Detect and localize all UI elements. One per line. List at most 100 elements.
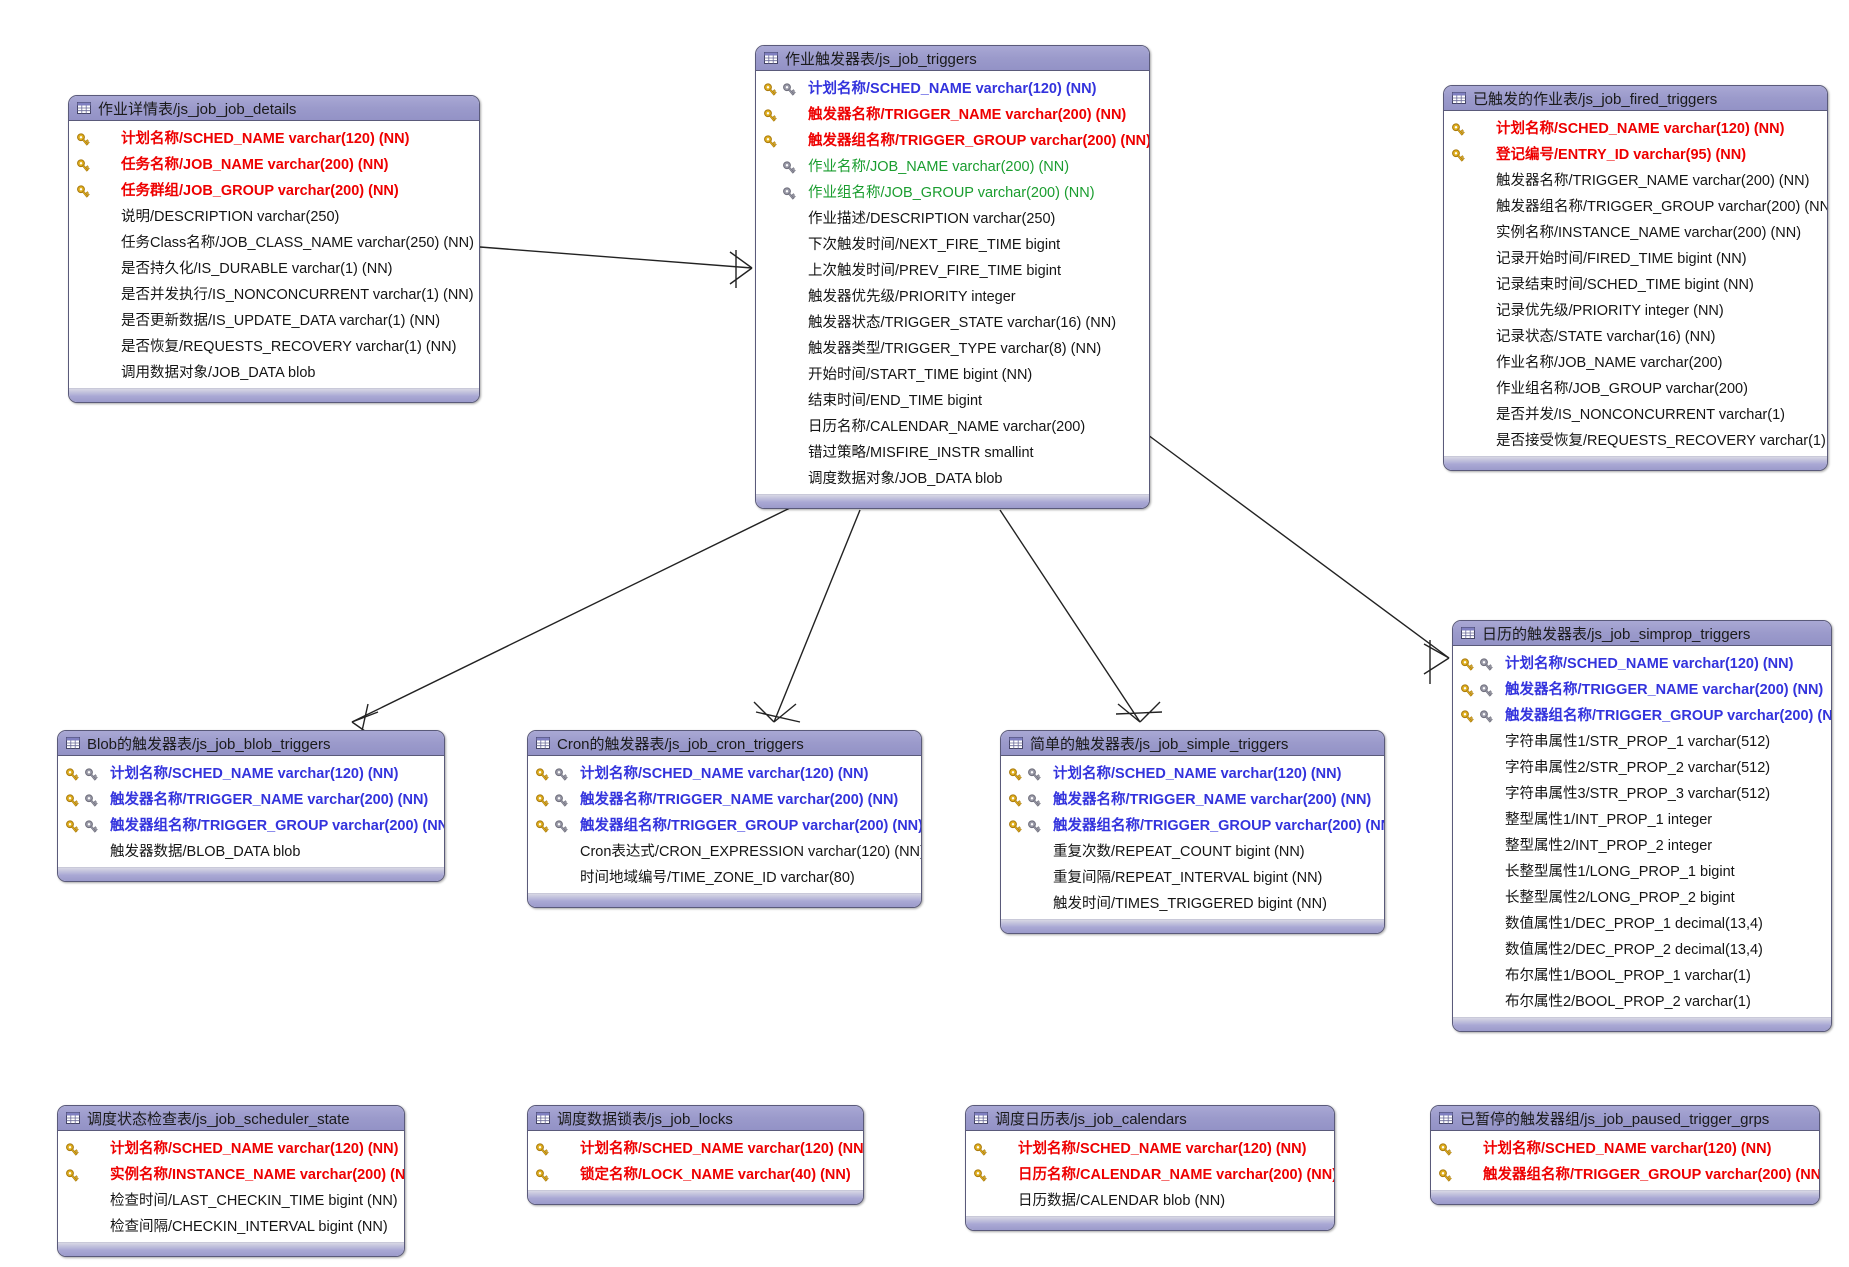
attribute-row[interactable]: 触发器组名称/TRIGGER_GROUP varchar(200) (NN) [1453,701,1831,727]
entity-job_triggers[interactable]: 作业触发器表/js_job_triggers 计划名称/SCHED_NAME va… [755,45,1150,509]
attribute-row[interactable]: 重复次数/REPEAT_COUNT bigint (NN) [1001,837,1384,863]
attribute-row[interactable]: 触发器组名称/TRIGGER_GROUP varchar(200) (NN) [1001,811,1384,837]
attribute-row[interactable]: 是否并发/IS_NONCONCURRENT varchar(1) [1444,400,1827,426]
attribute-row[interactable]: 触发器名称/TRIGGER_NAME varchar(200) (NN) [58,785,444,811]
attribute-row[interactable]: 记录状态/STATE varchar(16) (NN) [1444,322,1827,348]
attribute-row[interactable]: 登记编号/ENTRY_ID varchar(95) (NN) [1444,140,1827,166]
attribute-row[interactable]: 触发器状态/TRIGGER_STATE varchar(16) (NN) [756,308,1149,334]
attribute-row[interactable]: 计划名称/SCHED_NAME varchar(120) (NN) [58,759,444,785]
entity-header-scheduler_state[interactable]: 调度状态检查表/js_job_scheduler_state [58,1106,404,1131]
entity-header-job_triggers[interactable]: 作业触发器表/js_job_triggers [756,46,1149,71]
entity-header-simple_triggers[interactable]: 简单的触发器表/js_job_simple_triggers [1001,731,1384,756]
entity-header-job_details[interactable]: 作业详情表/js_job_job_details [69,96,479,121]
attribute-row[interactable]: 上次触发时间/PREV_FIRE_TIME bigint [756,256,1149,282]
attribute-row[interactable]: 调度数据对象/JOB_DATA blob [756,464,1149,490]
attribute-row[interactable]: 触发器名称/TRIGGER_NAME varchar(200) (NN) [528,785,921,811]
attribute-row[interactable]: 日历名称/CALENDAR_NAME varchar(200) (NN) [966,1160,1334,1186]
attribute-row[interactable]: 任务Class名称/JOB_CLASS_NAME varchar(250) (N… [69,228,479,254]
attribute-row[interactable]: 字符串属性3/STR_PROP_3 varchar(512) [1453,779,1831,805]
attribute-row[interactable]: 触发器名称/TRIGGER_NAME varchar(200) (NN) [1001,785,1384,811]
entity-header-simprop_triggers[interactable]: 日历的触发器表/js_job_simprop_triggers [1453,621,1831,646]
attribute-row[interactable]: 计划名称/SCHED_NAME varchar(120) (NN) [528,759,921,785]
entity-blob_triggers[interactable]: Blob的触发器表/js_job_blob_triggers 计划名称/SCHED… [57,730,445,882]
attribute-row[interactable]: 结束时间/END_TIME bigint [756,386,1149,412]
entity-fired_triggers[interactable]: 已触发的作业表/js_job_fired_triggers 计划名称/SCHED_… [1443,85,1828,471]
attribute-row[interactable]: 字符串属性1/STR_PROP_1 varchar(512) [1453,727,1831,753]
attribute-row[interactable]: 布尔属性2/BOOL_PROP_2 varchar(1) [1453,987,1831,1013]
attribute-row[interactable]: 计划名称/SCHED_NAME varchar(120) (NN) [58,1134,404,1160]
attribute-row[interactable]: 检查间隔/CHECKIN_INTERVAL bigint (NN) [58,1212,404,1238]
attribute-row[interactable]: 记录结束时间/SCHED_TIME bigint (NN) [1444,270,1827,296]
attribute-row[interactable]: 计划名称/SCHED_NAME varchar(120) (NN) [966,1134,1334,1160]
attribute-row[interactable]: 触发器名称/TRIGGER_NAME varchar(200) (NN) [756,100,1149,126]
attribute-row[interactable]: 锁定名称/LOCK_NAME varchar(40) (NN) [528,1160,863,1186]
attribute-row[interactable]: 触发器数据/BLOB_DATA blob [58,837,444,863]
entity-header-paused_trigger_grps[interactable]: 已暂停的触发器组/js_job_paused_trigger_grps [1431,1106,1819,1131]
attribute-row[interactable]: 触发时间/TIMES_TRIGGERED bigint (NN) [1001,889,1384,915]
attribute-row[interactable]: 触发器名称/TRIGGER_NAME varchar(200) (NN) [1444,166,1827,192]
attribute-row[interactable]: 计划名称/SCHED_NAME varchar(120) (NN) [1431,1134,1819,1160]
entity-locks[interactable]: 调度数据锁表/js_job_locks 计划名称/SCHED_NAME varch… [527,1105,864,1205]
attribute-row[interactable]: 是否持久化/IS_DURABLE varchar(1) (NN) [69,254,479,280]
attribute-row[interactable]: 作业名称/JOB_NAME varchar(200) (NN) [756,152,1149,178]
attribute-row[interactable]: 数值属性1/DEC_PROP_1 decimal(13,4) [1453,909,1831,935]
attribute-row[interactable]: Cron表达式/CRON_EXPRESSION varchar(120) (NN… [528,837,921,863]
entity-calendars[interactable]: 调度日历表/js_job_calendars 计划名称/SCHED_NAME va… [965,1105,1335,1231]
attribute-row[interactable]: 计划名称/SCHED_NAME varchar(120) (NN) [528,1134,863,1160]
attribute-row[interactable]: 任务名称/JOB_NAME varchar(200) (NN) [69,150,479,176]
attribute-row[interactable]: 是否更新数据/IS_UPDATE_DATA varchar(1) (NN) [69,306,479,332]
attribute-row[interactable]: 是否接受恢复/REQUESTS_RECOVERY varchar(1) [1444,426,1827,452]
attribute-row[interactable]: 时间地域编号/TIME_ZONE_ID varchar(80) [528,863,921,889]
attribute-row[interactable]: 字符串属性2/STR_PROP_2 varchar(512) [1453,753,1831,779]
entity-header-locks[interactable]: 调度数据锁表/js_job_locks [528,1106,863,1131]
attribute-row[interactable]: 实例名称/INSTANCE_NAME varchar(200) (NN) [58,1160,404,1186]
attribute-row[interactable]: 触发器组名称/TRIGGER_GROUP varchar(200) (NN) [58,811,444,837]
entity-header-calendars[interactable]: 调度日历表/js_job_calendars [966,1106,1334,1131]
attribute-row[interactable]: 长整型属性2/LONG_PROP_2 bigint [1453,883,1831,909]
attribute-row[interactable]: 错过策略/MISFIRE_INSTR smallint [756,438,1149,464]
entity-scheduler_state[interactable]: 调度状态检查表/js_job_scheduler_state 计划名称/SCHED… [57,1105,405,1257]
attribute-row[interactable]: 触发器名称/TRIGGER_NAME varchar(200) (NN) [1453,675,1831,701]
attribute-row[interactable]: 计划名称/SCHED_NAME varchar(120) (NN) [1453,649,1831,675]
attribute-row[interactable]: 触发器组名称/TRIGGER_GROUP varchar(200) (NN) [528,811,921,837]
attribute-row[interactable]: 触发器类型/TRIGGER_TYPE varchar(8) (NN) [756,334,1149,360]
entity-job_details[interactable]: 作业详情表/js_job_job_details 计划名称/SCHED_NAME … [68,95,480,403]
attribute-row[interactable]: 作业描述/DESCRIPTION varchar(250) [756,204,1149,230]
attribute-row[interactable]: 数值属性2/DEC_PROP_2 decimal(13,4) [1453,935,1831,961]
entity-header-blob_triggers[interactable]: Blob的触发器表/js_job_blob_triggers [58,731,444,756]
entity-simple_triggers[interactable]: 简单的触发器表/js_job_simple_triggers 计划名称/SCHED… [1000,730,1385,934]
entity-header-fired_triggers[interactable]: 已触发的作业表/js_job_fired_triggers [1444,86,1827,111]
attribute-row[interactable]: 整型属性1/INT_PROP_1 integer [1453,805,1831,831]
attribute-row[interactable]: 触发器优先级/PRIORITY integer [756,282,1149,308]
attribute-row[interactable]: 任务群组/JOB_GROUP varchar(200) (NN) [69,176,479,202]
attribute-row[interactable]: 整型属性2/INT_PROP_2 integer [1453,831,1831,857]
attribute-row[interactable]: 日历名称/CALENDAR_NAME varchar(200) [756,412,1149,438]
attribute-row[interactable]: 下次触发时间/NEXT_FIRE_TIME bigint [756,230,1149,256]
attribute-row[interactable]: 计划名称/SCHED_NAME varchar(120) (NN) [756,74,1149,100]
attribute-row[interactable]: 布尔属性1/BOOL_PROP_1 varchar(1) [1453,961,1831,987]
attribute-row[interactable]: 日历数据/CALENDAR blob (NN) [966,1186,1334,1212]
attribute-row[interactable]: 开始时间/START_TIME bigint (NN) [756,360,1149,386]
attribute-row[interactable]: 作业名称/JOB_NAME varchar(200) [1444,348,1827,374]
attribute-row[interactable]: 计划名称/SCHED_NAME varchar(120) (NN) [1001,759,1384,785]
attribute-row[interactable]: 计划名称/SCHED_NAME varchar(120) (NN) [69,124,479,150]
entity-cron_triggers[interactable]: Cron的触发器表/js_job_cron_triggers 计划名称/SCHED… [527,730,922,908]
attribute-row[interactable]: 是否并发执行/IS_NONCONCURRENT varchar(1) (NN) [69,280,479,306]
attribute-row[interactable]: 长整型属性1/LONG_PROP_1 bigint [1453,857,1831,883]
attribute-row[interactable]: 作业组名称/JOB_GROUP varchar(200) [1444,374,1827,400]
attribute-row[interactable]: 记录开始时间/FIRED_TIME bigint (NN) [1444,244,1827,270]
attribute-row[interactable]: 实例名称/INSTANCE_NAME varchar(200) (NN) [1444,218,1827,244]
attribute-row[interactable]: 说明/DESCRIPTION varchar(250) [69,202,479,228]
attribute-row[interactable]: 记录优先级/PRIORITY integer (NN) [1444,296,1827,322]
entity-header-cron_triggers[interactable]: Cron的触发器表/js_job_cron_triggers [528,731,921,756]
attribute-row[interactable]: 作业组名称/JOB_GROUP varchar(200) (NN) [756,178,1149,204]
attribute-row[interactable]: 重复间隔/REPEAT_INTERVAL bigint (NN) [1001,863,1384,889]
attribute-row[interactable]: 调用数据对象/JOB_DATA blob [69,358,479,384]
entity-paused_trigger_grps[interactable]: 已暂停的触发器组/js_job_paused_trigger_grps 计划名称/… [1430,1105,1820,1205]
attribute-row[interactable]: 触发器组名称/TRIGGER_GROUP varchar(200) (NN) [756,126,1149,152]
attribute-row[interactable]: 是否恢复/REQUESTS_RECOVERY varchar(1) (NN) [69,332,479,358]
attribute-row[interactable]: 触发器组名称/TRIGGER_GROUP varchar(200) (NN) [1444,192,1827,218]
attribute-row[interactable]: 计划名称/SCHED_NAME varchar(120) (NN) [1444,114,1827,140]
entity-simprop_triggers[interactable]: 日历的触发器表/js_job_simprop_triggers 计划名称/SCHE… [1452,620,1832,1032]
attribute-row[interactable]: 触发器组名称/TRIGGER_GROUP varchar(200) (NN) [1431,1160,1819,1186]
